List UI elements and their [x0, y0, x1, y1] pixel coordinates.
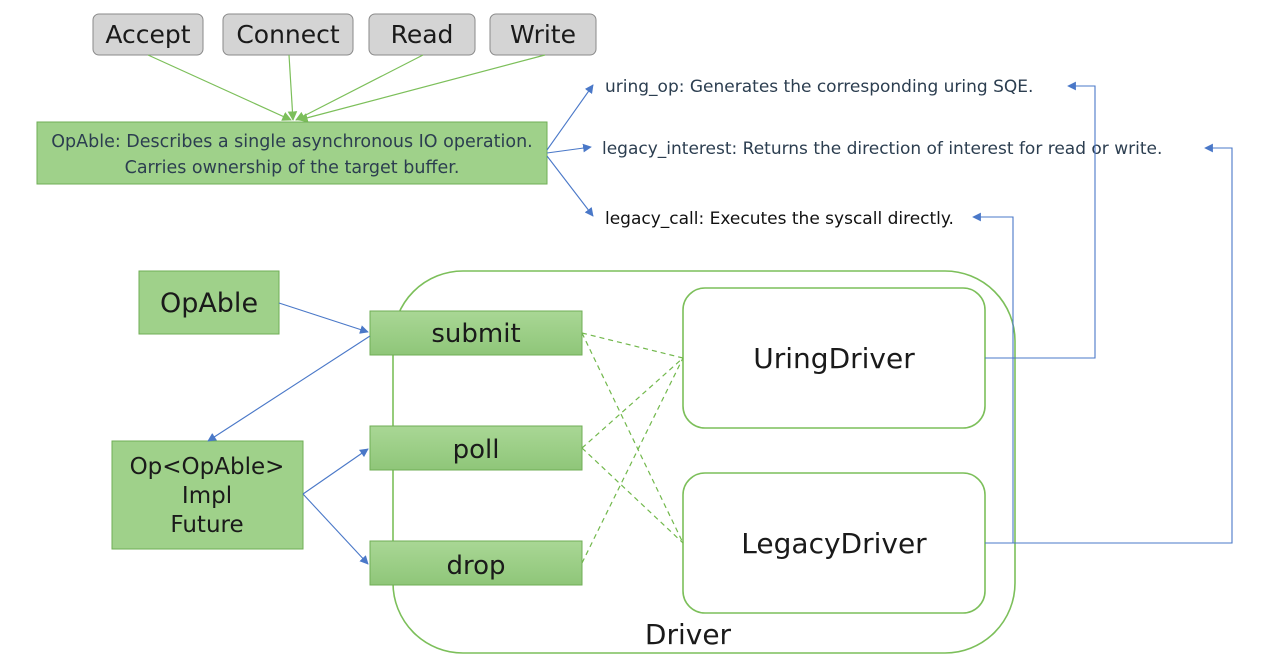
read-label: Read — [391, 20, 454, 49]
op-future-line2: Impl — [182, 483, 232, 509]
legacy-interest-description: legacy_interest: Returns the direction o… — [602, 139, 1162, 159]
connect-label: Connect — [236, 20, 340, 49]
op-future-box — [111, 440, 304, 550]
accept-label: Accept — [105, 20, 190, 49]
write-label: Write — [510, 20, 576, 49]
method-arrows — [546, 84, 594, 217]
opable-description-line2: Carries ownership of the target buffer. — [125, 158, 460, 178]
drop-box — [369, 540, 583, 586]
poll-label: poll — [453, 435, 500, 465]
opable-box-label: OpAble — [160, 288, 258, 319]
opable-description-line1: OpAble: Describes a single asynchronous … — [51, 132, 532, 152]
uring-driver-label: UringDriver — [753, 342, 915, 375]
submit-box — [369, 310, 583, 356]
op-future-line1: Op<OpAble> — [130, 454, 285, 480]
legacy-driver-label: LegacyDriver — [741, 527, 927, 560]
operation-arrows — [147, 54, 546, 123]
driver-container-label: Driver — [645, 618, 732, 651]
driver-method-connectors — [972, 81, 1233, 544]
function-driver-links — [581, 332, 684, 564]
flow-arrows — [207, 302, 371, 565]
poll-box — [369, 425, 583, 471]
submit-label: submit — [431, 319, 520, 349]
uring-op-description: uring_op: Generates the corresponding ur… — [605, 77, 1033, 97]
drop-label: drop — [446, 551, 505, 581]
legacy-call-description: legacy_call: Executes the syscall direct… — [605, 209, 954, 229]
connect-box — [222, 13, 354, 56]
opable-box — [138, 270, 280, 335]
op-future-line3: Future — [170, 512, 243, 538]
opable-description-box — [36, 121, 548, 185]
